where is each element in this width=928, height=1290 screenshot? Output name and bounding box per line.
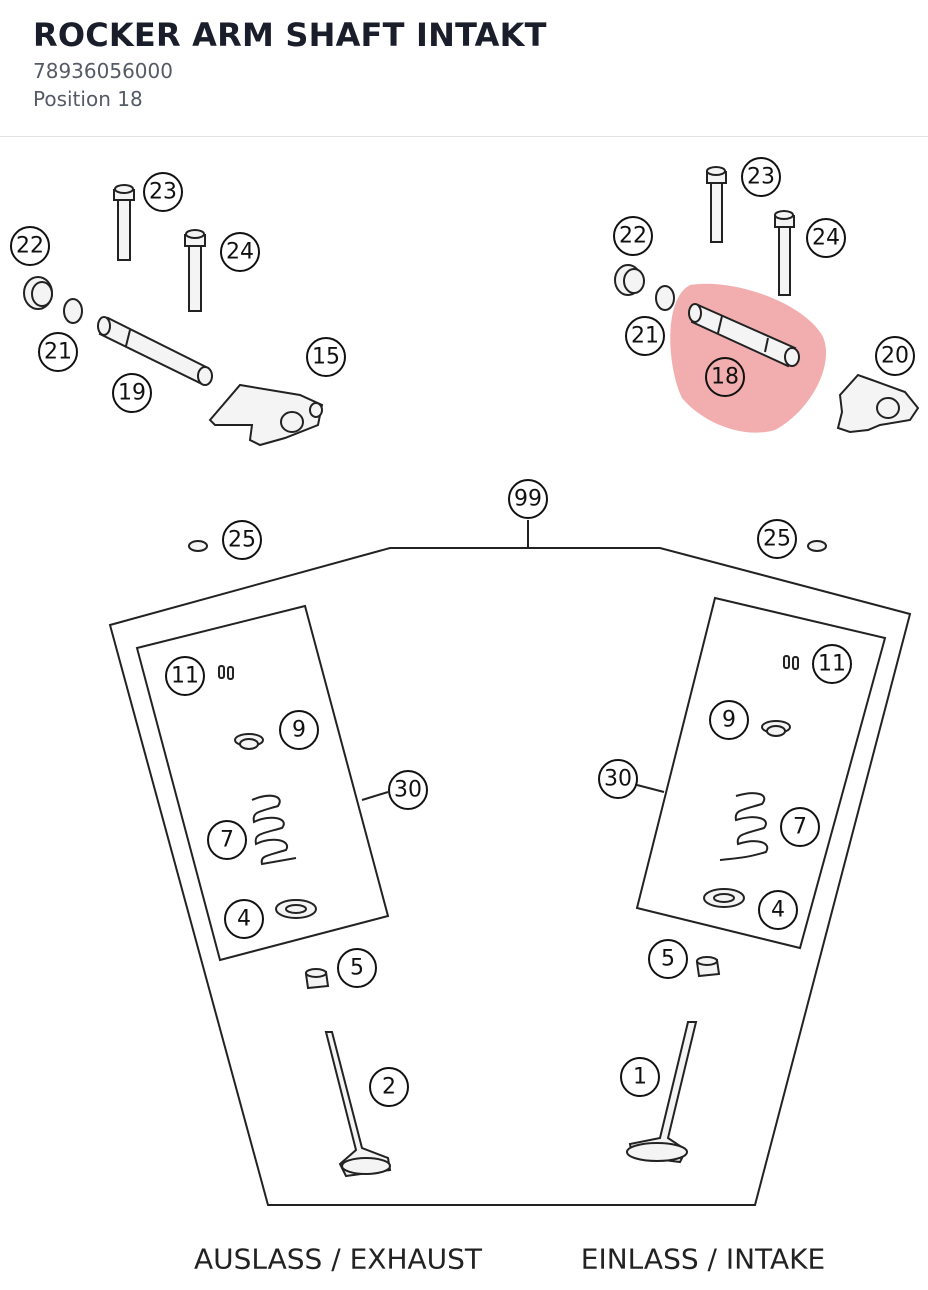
callout-number: 25: [763, 527, 791, 552]
callout-number: 22: [619, 224, 647, 249]
callout-c11-right: 11: [812, 644, 852, 684]
callout-c23-left: 23: [143, 172, 183, 212]
callout-c4-right: 4: [758, 890, 798, 930]
right-rocker-group: [614, 166, 920, 434]
oring-21-right: [655, 285, 675, 311]
callout-c22-right: 22: [613, 216, 653, 256]
callout-number: 4: [237, 907, 251, 932]
left-rocker-group: [23, 184, 324, 447]
retainer-9-right: [761, 720, 791, 737]
callout-c9-left: 9: [279, 710, 319, 750]
callout-c23-right: 23: [741, 157, 781, 197]
callout-c5-right: 5: [648, 939, 688, 979]
callout-number: 19: [118, 381, 146, 406]
keepers-11-left: [218, 665, 234, 680]
callout-c25-right: 25: [757, 519, 797, 559]
seal-5-right: [695, 956, 721, 978]
right-valve-parts: [626, 540, 827, 1164]
part-number: 78936056000: [33, 59, 173, 83]
seat-4-right: [703, 888, 745, 908]
callout-c21-right: 21: [625, 316, 665, 356]
callout-number: 18: [711, 365, 739, 390]
callout-number: 24: [812, 226, 840, 251]
callout-number: 22: [16, 234, 44, 259]
callout-number: 21: [631, 324, 659, 349]
callout-number: 5: [350, 956, 364, 981]
bolt-24-right: [774, 210, 795, 296]
keepers-11-right: [783, 655, 799, 670]
part-title: ROCKER ARM SHAFT INTAKT: [33, 16, 547, 54]
plug-22-left: [23, 276, 53, 310]
callout-number: 1: [633, 1065, 647, 1090]
label-intake: EINLASS / INTAKE: [581, 1243, 825, 1276]
callout-c20: 20: [875, 336, 915, 376]
callout-c30-right: 30: [598, 759, 638, 799]
callout-c24-right: 24: [806, 218, 846, 258]
callout-number: 23: [149, 180, 177, 205]
callout-c25-left: 25: [222, 520, 262, 560]
callout-c11-left: 11: [165, 656, 205, 696]
callout-c24-left: 24: [220, 232, 260, 272]
bolt-23-left: [113, 184, 135, 261]
bolt-23-right: [706, 166, 727, 243]
callout-c4-left: 4: [224, 899, 264, 939]
oring-21-left: [63, 298, 83, 324]
left-valve-parts: [188, 540, 392, 1178]
valve-assembly-outline: [108, 520, 912, 1206]
callout-number: 30: [394, 778, 422, 803]
callout-number: 9: [722, 708, 736, 733]
header: ROCKER ARM SHAFT INTAKT 78936056000 Posi…: [0, 0, 928, 137]
callout-number: 9: [292, 718, 306, 743]
seal-5-left: [304, 968, 330, 990]
shaft-19: [97, 316, 213, 386]
callout-c5-left: 5: [337, 948, 377, 988]
keeper-25-left: [188, 540, 208, 552]
label-exhaust: AUSLASS / EXHAUST: [194, 1243, 483, 1276]
callout-number: 15: [312, 345, 340, 370]
callout-number: 30: [604, 767, 632, 792]
bolt-24-left: [184, 229, 206, 312]
callout-c18: 18: [705, 357, 745, 397]
callout-c30-left: 30: [388, 770, 428, 810]
callout-number: 23: [747, 165, 775, 190]
spring-7-left: [251, 794, 297, 866]
callout-c2: 2: [369, 1067, 409, 1107]
shaft-18: [688, 303, 800, 368]
callout-c15: 15: [306, 337, 346, 377]
callout-number: 7: [793, 815, 807, 840]
callout-number: 11: [171, 664, 199, 689]
seat-4-left: [275, 899, 317, 919]
plug-22-right: [614, 264, 645, 296]
rocker-arm-15: [208, 383, 324, 447]
retainer-9-left: [234, 733, 264, 750]
callout-c21-left: 21: [38, 332, 78, 372]
callout-c99: 99: [508, 479, 548, 519]
spring-7-right: [719, 792, 769, 861]
valve-2-exhaust: [324, 1031, 392, 1178]
callout-number: 24: [226, 240, 254, 265]
rocker-arm-20: [836, 373, 920, 434]
callout-c7-right: 7: [780, 807, 820, 847]
callout-c1: 1: [620, 1057, 660, 1097]
callout-number: 20: [881, 344, 909, 369]
callout-number: 2: [382, 1075, 396, 1100]
keeper-25-right: [807, 540, 827, 552]
callout-number: 7: [220, 828, 234, 853]
callout-number: 4: [771, 898, 785, 923]
valve-1-intake: [626, 1021, 698, 1164]
callout-number: 99: [514, 487, 542, 512]
exploded-parts-diagram: 2324222119152324222118209925251197430521…: [10, 157, 920, 1276]
callout-c22-left: 22: [10, 226, 50, 266]
callout-c9-right: 9: [709, 700, 749, 740]
callout-c19: 19: [112, 373, 152, 413]
part-position: Position 18: [33, 87, 143, 111]
callout-number: 11: [818, 652, 846, 677]
callout-c7-left: 7: [207, 820, 247, 860]
callout-number: 5: [661, 947, 675, 972]
callout-number: 25: [228, 528, 256, 553]
callout-number: 21: [44, 340, 72, 365]
